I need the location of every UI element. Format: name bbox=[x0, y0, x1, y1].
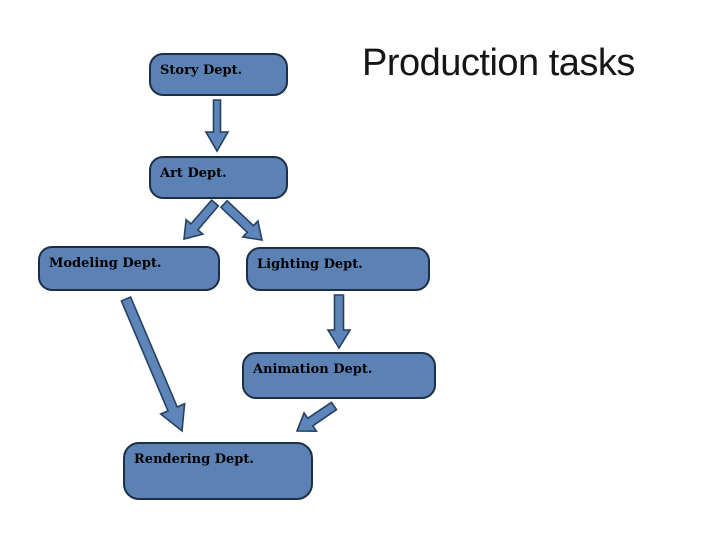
arrow-animation-to-rendering bbox=[295, 401, 338, 433]
slide-title: Production tasks bbox=[362, 42, 635, 84]
node-art-dept: Art Dept. bbox=[149, 156, 288, 199]
node-animation-dept: Animation Dept. bbox=[242, 352, 436, 399]
node-animation-dept-label: Animation Dept. bbox=[253, 362, 373, 377]
arrow-art-to-lighting bbox=[219, 199, 264, 241]
node-lighting-dept: Lighting Dept. bbox=[246, 247, 430, 291]
node-modeling-dept: Modeling Dept. bbox=[38, 246, 220, 291]
node-rendering-dept-label: Rendering Dept. bbox=[134, 452, 254, 467]
arrow-story-to-art bbox=[204, 99, 230, 153]
node-rendering-dept: Rendering Dept. bbox=[123, 442, 313, 500]
node-lighting-dept-label: Lighting Dept. bbox=[257, 257, 363, 272]
node-modeling-dept-label: Modeling Dept. bbox=[49, 256, 162, 271]
node-story-dept-label: Story Dept. bbox=[160, 63, 243, 78]
node-story-dept: Story Dept. bbox=[149, 53, 288, 96]
arrow-lighting-to-animation bbox=[326, 294, 352, 350]
node-art-dept-label: Art Dept. bbox=[160, 166, 227, 181]
arrow-modeling-to-rendering bbox=[120, 295, 186, 433]
arrow-art-to-modeling bbox=[183, 198, 220, 241]
